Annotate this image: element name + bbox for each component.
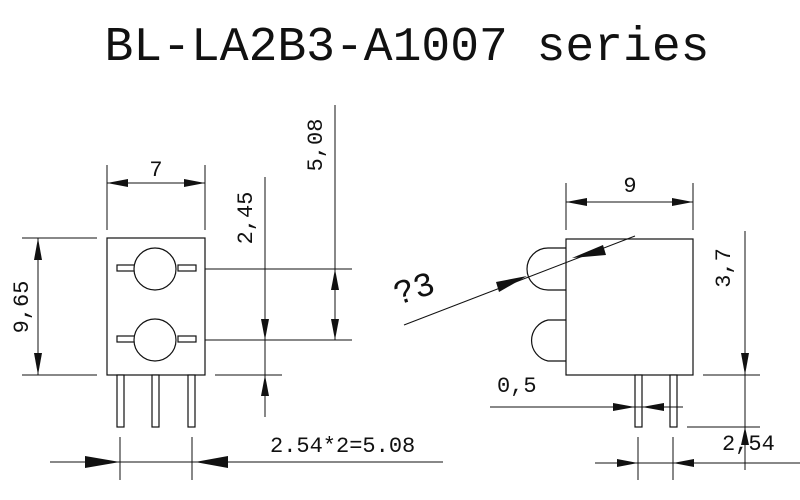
led-tab [116, 264, 136, 272]
dimension-depth: 9 [565, 174, 694, 230]
side-pin-pitch-label: 2,54 [722, 432, 775, 457]
led-pitch-label: 5,08 [304, 119, 329, 172]
pin [634, 374, 643, 428]
height-label: 9,65 [10, 281, 35, 334]
side-view: 9 ?3 0,5 3,7 [390, 174, 800, 480]
lens-diameter-label: ?3 [390, 267, 441, 316]
lens-profile-top [526, 247, 566, 291]
pin [116, 374, 125, 428]
dimension-height: 9,65 [10, 237, 97, 376]
led-tab [116, 335, 136, 343]
pin-width-label: 0,5 [497, 374, 537, 399]
led-lens-top [133, 247, 177, 291]
lens-profile-bottom [531, 319, 566, 362]
width-label: 7 [149, 158, 162, 183]
dimension-side-pin-pitch: 2,54 [595, 432, 800, 480]
dimension-led-offset: 2,45 [215, 177, 282, 417]
dimension-side-height: 3,7 [687, 231, 760, 470]
pin [151, 374, 160, 428]
front-view: 7 9,65 2,45 5,08 [10, 105, 443, 480]
drawing-title: BL-LA2B3-A1007 series [105, 21, 710, 75]
led-lens-bottom [133, 318, 177, 362]
dimension-pin-pitch: 2.54*2=5.08 [50, 434, 443, 480]
depth-label: 9 [623, 174, 636, 199]
dimension-pin-width: 0,5 [490, 374, 683, 411]
housing-side [565, 238, 694, 376]
led-tab [177, 264, 197, 272]
dimension-width: 7 [106, 158, 206, 230]
side-height-label: 3,7 [712, 248, 737, 288]
led-tab [177, 335, 197, 343]
led-offset-label: 2,45 [234, 192, 259, 245]
dimension-led-pitch: 5,08 [304, 105, 339, 340]
pin-pitch-label: 2.54*2=5.08 [270, 434, 415, 459]
pin [669, 374, 678, 428]
pin [187, 374, 196, 428]
